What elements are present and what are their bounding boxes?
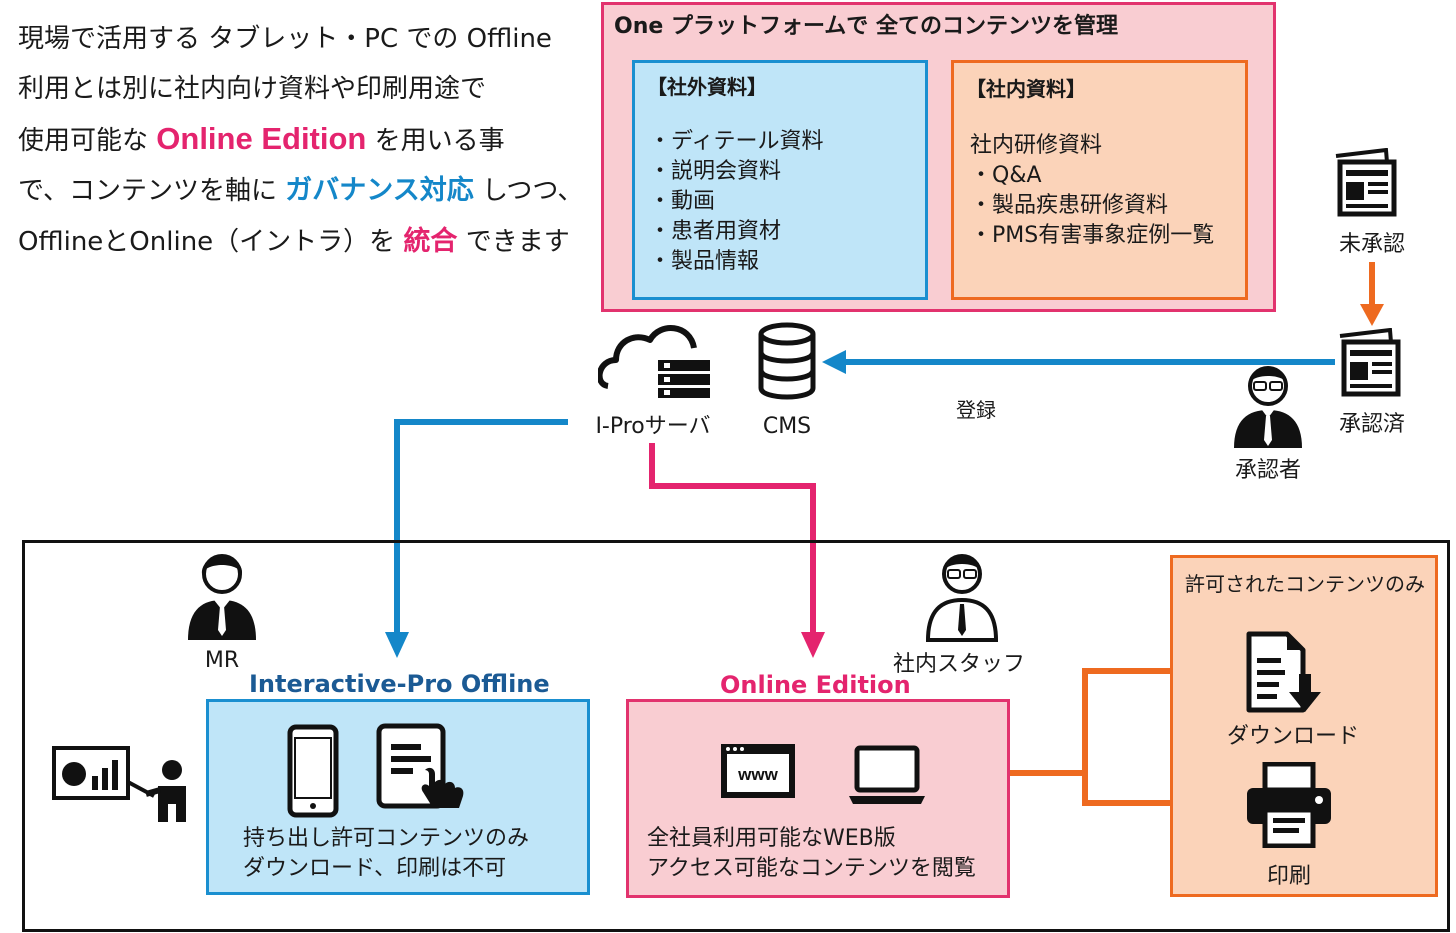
approved-label: 承認済 [1338,412,1405,437]
offline-box: 持ち出し許可コンテンツのみ ダウンロード、印刷は不可 [206,699,590,895]
laptop-icon [849,745,925,804]
download-icon [1246,631,1321,713]
intro-line-1: 現場で活用する タブレット・PC での Offline [18,24,552,54]
list-item: ・製品疾患研修資料 [970,193,1169,218]
download-label: ダウンロード [1226,724,1359,749]
list-item: ・動画 [649,189,716,214]
external-materials-box: 【社外資料】 ・ディテール資料 ・説明会資料 ・動画 ・患者用資材 ・製品情報 [632,60,928,300]
intro-text-fragment: を用いる事 [366,126,505,156]
mr-label: MR [204,648,240,673]
list-item: 社内研修資料 [970,133,1103,158]
list-item: ・患者用資材 [649,219,782,244]
intro-line-4: で、コンテンツを軸に ガバナンス対応 しつつ、 [18,166,583,216]
list-item: ・Q&A [970,163,1042,188]
intro-text: 現場で活用する タブレット・PC での Offline 利用とは別に社内向け資料… [18,14,583,267]
offline-caption: 持ち出し許可コンテンツのみ ダウンロード、印刷は不可 [243,824,583,884]
web-browser-icon: www [721,744,795,798]
online-edition-highlight: Online Edition [156,121,367,156]
usage-frame [22,540,1450,932]
unapproved-document-icon [1335,148,1397,217]
unapproved-label: 未承認 [1338,232,1405,257]
printer-icon [1247,762,1331,848]
internal-materials-box: 【社内資料】 社内研修資料 ・Q&A ・製品疾患研修資料 ・PMS有害事象症例一… [951,60,1248,300]
intro-text-fragment: しつつ、 [473,176,584,206]
permitted-content-box: 許可されたコンテンツのみ ダウンロード 印刷 [1170,555,1438,897]
intro-text-fragment: で、コンテンツを軸に [18,176,286,206]
register-label: 登録 [956,398,996,422]
approval-arrowhead [1360,304,1384,326]
intro-text-fragment: できます [457,227,570,257]
platform-title: One プラットフォームで 全てのコンテンツを管理 [614,14,1118,39]
online-title: Online Edition [720,671,911,699]
cms-label: CMS [762,414,812,439]
online-box: www 全社員利用可能なWEB版 アクセス可能なコンテンツを閲覧 [626,699,1010,898]
database-icon [758,322,816,400]
internal-heading: 【社内資料】 [966,77,1086,101]
offline-title: Interactive-Pro Offline [249,670,550,698]
approved-document-icon [1339,328,1401,397]
intro-line-5: OfflineとOnline（イントラ）を 統合 できます [18,216,583,267]
staff-person-icon [925,554,999,642]
server-label: I-Proサーバ [595,414,711,439]
print-label: 印刷 [1266,864,1311,889]
smartphone-icon [287,724,339,818]
external-list: ・ディテール資料 ・説明会資料 ・動画 ・患者用資材 ・製品情報 [649,127,823,277]
offline-caption-line: 持ち出し許可コンテンツのみ [243,826,530,851]
approver-person-icon [1234,366,1302,448]
list-item: ・ディテール資料 [649,129,824,154]
internal-list: 社内研修資料 ・Q&A ・製品疾患研修資料 ・PMS有害事象症例一覧 [970,131,1214,251]
intro-line-2: 利用とは別に社内向け資料や印刷用途で [18,74,487,104]
external-heading: 【社外資料】 [647,75,767,99]
cloud-server-icon [598,325,710,398]
www-text: www [737,765,778,784]
online-arrow [649,443,816,632]
mr-person-icon [188,554,256,640]
offline-arrow [394,419,568,632]
staff-label: 社内スタッフ [892,652,1025,677]
intro-text-fragment: OfflineとOnline（イントラ）を [18,227,404,257]
list-item: ・製品情報 [649,249,760,274]
tablet-touch-icon [376,723,464,809]
intro-line-3: 使用可能な Online Edition を用いる事 [18,114,583,166]
online-arrowhead [801,632,825,658]
online-caption-line: アクセス可能なコンテンツを閲覧 [647,856,976,881]
list-item: ・説明会資料 [649,159,782,184]
online-caption-line: 全社員利用可能なWEB版 [647,826,896,851]
intro-text-fragment: 使用可能な [18,126,157,156]
permitted-title: 許可されたコンテンツのみ [1185,572,1425,596]
list-item: ・PMS有害事象症例一覧 [970,223,1215,248]
presenter-icon [52,746,186,822]
register-arrowhead [822,350,846,374]
online-caption: 全社員利用可能なWEB版 アクセス可能なコンテンツを閲覧 [647,824,1007,884]
governance-highlight: ガバナンス対応 [285,175,474,206]
offline-arrowhead [385,632,409,658]
approver-label: 承認者 [1234,458,1301,483]
integrate-highlight: 統合 [403,226,458,256]
offline-caption-line: ダウンロード、印刷は不可 [243,856,507,881]
